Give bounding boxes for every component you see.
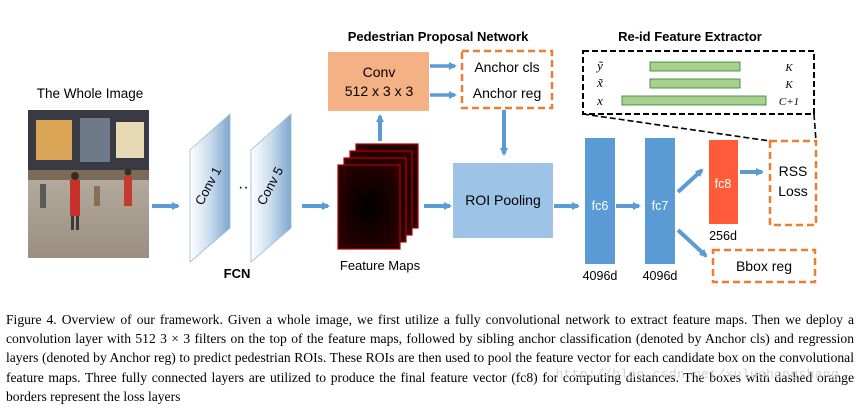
fc8-label: fc8	[715, 177, 732, 191]
fc7-box	[645, 138, 675, 264]
roi-pooling-label: ROI Pooling	[465, 192, 540, 208]
rss-loss-line1: RSS	[779, 163, 808, 179]
reid-title: Re-id Feature Extractor	[618, 29, 762, 44]
fc6-dim: 4096d	[583, 269, 618, 283]
conv1-slab	[189, 113, 231, 263]
fc6-label: fc6	[592, 199, 609, 213]
feature-maps-label: Feature Maps	[340, 258, 421, 273]
reid-row1-bar	[649, 61, 741, 72]
framework-diagram: The Whole Image Conv 1 ··· Conv 5 FCN Fe…	[28, 29, 818, 284]
fc7-dim: 4096d	[643, 269, 678, 283]
rss-loss-line2: Loss	[778, 183, 808, 199]
reid-row2-left: x̃	[596, 75, 604, 90]
ppn-conv-size: 512 x 3 x 3	[345, 83, 414, 99]
watermark: http://blog.csdn.net/xuluohongshang	[555, 367, 839, 382]
arrow-fc7-to-bbox	[676, 228, 708, 258]
fc6-box	[585, 138, 615, 264]
fc7-label: fc7	[652, 199, 669, 213]
reid-extractor-box	[582, 50, 815, 115]
reid-row3-right: C+1	[779, 96, 799, 108]
conv5-slab	[250, 113, 292, 263]
ppn-conv-label: Conv	[363, 64, 396, 80]
bbox-reg-label: Bbox reg	[736, 258, 792, 274]
roi-pooling-box	[453, 163, 553, 238]
whole-image-photo	[28, 110, 149, 258]
figure-caption: Figure 4. Overview of our framework. Giv…	[6, 312, 854, 404]
fc8-dim: 256d	[709, 229, 737, 243]
fc8-box	[709, 140, 738, 224]
arrow-fc7-to-fc8	[676, 168, 704, 194]
reid-connector-right	[813, 113, 817, 142]
feature-maps-stack	[337, 143, 419, 250]
reid-row2-right: K	[784, 79, 793, 91]
fcn-label: FCN	[224, 266, 251, 281]
reid-connector-left	[582, 113, 771, 142]
reid-row1-left: ỹ	[595, 58, 604, 73]
reid-row2-bar	[649, 78, 741, 89]
bbox-reg-box	[711, 248, 817, 284]
whole-image-label: The Whole Image	[37, 86, 144, 101]
fcn-ellipsis: ···	[238, 179, 254, 196]
reid-row1-right: K	[784, 62, 793, 74]
rss-loss-box	[768, 139, 818, 227]
anchor-cls-label: Anchor cls	[474, 59, 539, 75]
reid-row3-left: x	[596, 93, 603, 108]
ppn-title: Pedestrian Proposal Network	[348, 29, 529, 44]
anchor-reg-label: Anchor reg	[473, 85, 541, 101]
reid-row3-bar	[621, 95, 767, 106]
ppn-conv-box	[328, 52, 429, 111]
anchor-loss-box	[460, 49, 554, 110]
